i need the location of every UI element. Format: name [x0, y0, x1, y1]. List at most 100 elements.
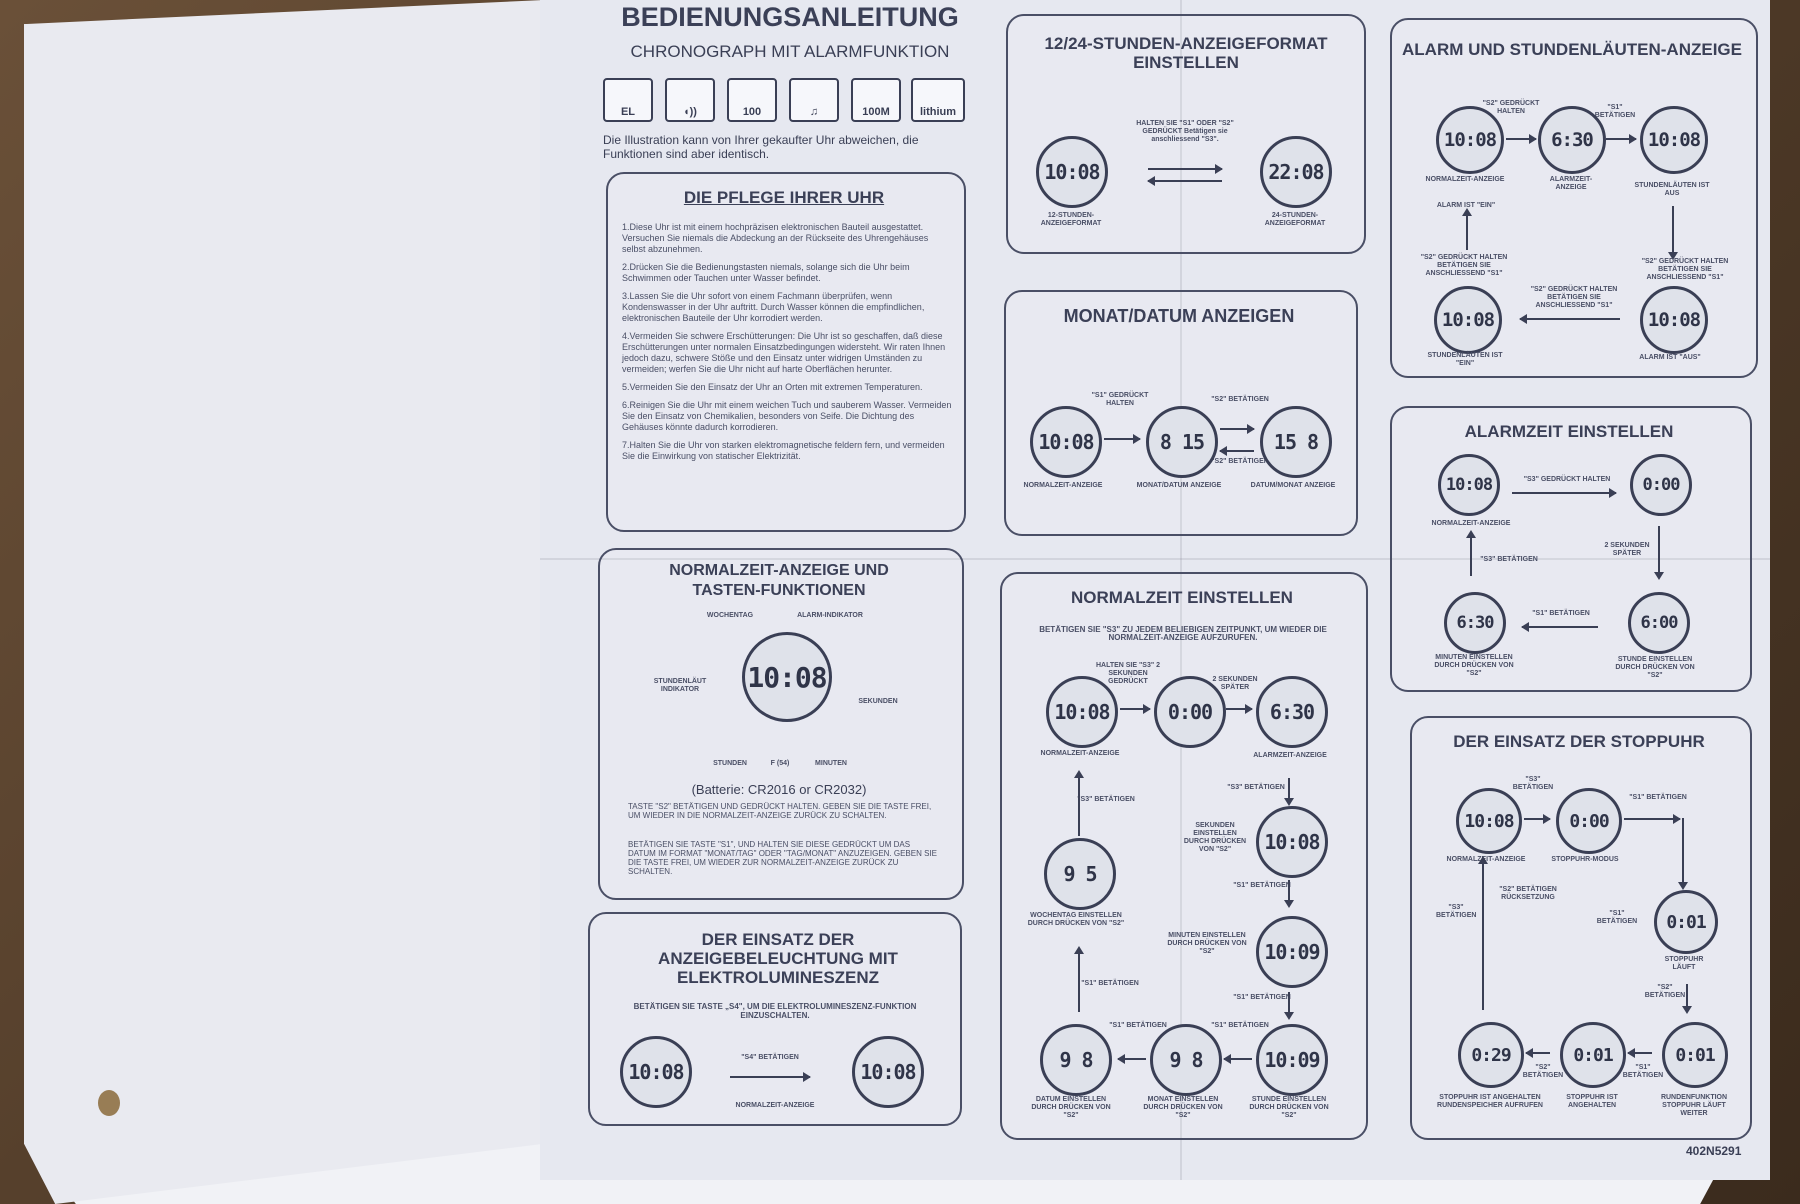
watch-display: 0:01	[1662, 1022, 1728, 1088]
arrow	[1624, 814, 1681, 824]
stop-s1b: "S1" BETÄTIGEN	[1596, 910, 1638, 925]
set-s3-a: "S3" BETÄTIGEN	[1227, 784, 1285, 791]
watch-display: 10:08	[620, 1036, 692, 1108]
watch-display: 9 8	[1040, 1024, 1112, 1096]
watch-display: 6:30	[1256, 676, 1328, 748]
alarmset-c4: STUNDE EINSTELLEN DURCH DRÜCKEN VON "S2"	[1615, 656, 1695, 679]
date-action-1: "S1" GEDRÜCKT HALTEN	[1091, 392, 1149, 407]
watch-weekday: 9 5	[1063, 862, 1097, 886]
stopwatch-title: DER EINSATZ DER STOPPUHR	[1453, 732, 1705, 751]
disclaimer-text: Die Illustration kann von Ihrer gekaufte…	[603, 133, 919, 161]
set-sek-caption: SEKUNDEN EINSTELLEN DURCH DRÜCKEN VON "S…	[1183, 822, 1247, 853]
arrow	[1284, 880, 1294, 908]
format-title: 12/24-STUNDEN-ANZEIGEFORMAT EINSTELLEN	[1044, 34, 1328, 72]
alarmset-s3: "S3" BETÄTIGEN	[1480, 556, 1538, 563]
watch-display: 10:08	[1456, 788, 1522, 854]
arrow	[1220, 450, 1254, 452]
stop-s3b: "S3" BETÄTIGEN	[1436, 904, 1477, 919]
list-item: 7.Halten Sie die Uhr von starken elektro…	[622, 440, 945, 461]
alarmset-c3: MINUTEN EINSTELLEN DURCH DRÜCKEN VON "S2…	[1434, 654, 1514, 677]
list-item: 6.Reinigen Sie die Uhr mit einem weichen…	[622, 400, 952, 432]
set-s1-e: "S1" BETÄTIGEN	[1211, 1022, 1269, 1029]
watch-display: 0:00	[1630, 454, 1692, 516]
stain-mark	[98, 1090, 120, 1116]
hours-label: STUNDEN	[713, 760, 747, 767]
swim-icon-label: 100	[742, 106, 762, 118]
page-title: BEDIENUNGSANLEITUNG	[621, 2, 959, 32]
arrow	[730, 1072, 811, 1082]
watch-display: 9 8	[1150, 1024, 1222, 1096]
manual-page	[540, 0, 1770, 1180]
set-later: 2 SEKUNDEN SPÄTER	[1212, 676, 1258, 691]
stop-s1c: "S1" BETÄTIGEN	[1622, 1064, 1664, 1079]
watch-time: 10:08	[1441, 309, 1495, 331]
arrow	[1148, 180, 1222, 182]
watch-date: 9 8	[1059, 1048, 1093, 1072]
watch-date: 15 8	[1273, 430, 1319, 454]
blank-page	[24, 0, 544, 1204]
date-caption-1: NORMALZEIT-ANZEIGE	[1023, 482, 1103, 489]
watch-display: 10:08	[1640, 106, 1708, 174]
watch-display: 0:01	[1560, 1022, 1626, 1088]
alarmset-s1: "S1" BETÄTIGEN	[1532, 610, 1590, 617]
list-item: 2.Drücken Sie die Bedienungstasten niema…	[622, 262, 910, 283]
f54-label: F (54)	[770, 760, 790, 767]
minutes-label: MINUTEN	[815, 760, 847, 767]
watch-time: 6:30	[1456, 613, 1495, 633]
stop-s3: "S3" BETÄTIGEN	[1512, 776, 1554, 791]
arrow	[1478, 856, 1488, 1010]
arrow	[1284, 992, 1294, 1020]
set-d-caption: DATUM EINSTELLEN DURCH DRÜCKEN VON "S2"	[1031, 1096, 1111, 1119]
arrow	[1522, 626, 1598, 628]
watch-display: 10:08	[1438, 454, 1500, 516]
alarm-set-section	[1390, 406, 1752, 692]
watch-display: 10:08	[1036, 136, 1108, 208]
arrow	[1284, 778, 1294, 806]
arrow	[1678, 818, 1688, 890]
watch-time: 22:08	[1268, 160, 1324, 184]
watch-display: 10:08	[1640, 286, 1708, 354]
arrow	[1226, 704, 1253, 714]
alarm-s1: "S1" BETÄTIGEN	[1594, 104, 1636, 119]
weekday-label: WOCHENTAG	[706, 612, 754, 619]
arrow	[1148, 164, 1223, 174]
watch-display: 0:00	[1154, 676, 1226, 748]
watch-display-lit: 10:08	[852, 1036, 924, 1108]
watch-time: 10:08	[860, 1060, 916, 1084]
set-s1-d: "S1" BETÄTIGEN	[1109, 1022, 1167, 1029]
stop-c6: RUNDENFUNKTION STOPPUHR LÄUFT WEITER	[1660, 1094, 1728, 1117]
date-action-3: "S2" BETÄTIGEN	[1211, 458, 1269, 465]
arrow	[1074, 770, 1084, 836]
watch-time: 10:08	[1647, 309, 1701, 331]
set-hold: HALTEN SIE "S3" 2 SEKUNDEN GEDRÜCKT	[1095, 662, 1161, 685]
alarm-set-title: ALARMZEIT EINSTELLEN	[1464, 422, 1674, 441]
alarm-c5: ALARM IST "AUS"	[1639, 354, 1701, 361]
arrow	[1524, 814, 1551, 824]
stopwatch-time: 0:01	[1675, 1044, 1715, 1066]
watch-time: 10:08	[747, 660, 827, 694]
stop-c2: STOPPUHR-MODUS	[1551, 856, 1619, 863]
arrow	[1682, 984, 1692, 1014]
format-section	[1006, 14, 1366, 254]
page-subtitle: CHRONOGRAPH MIT ALARMFUNKTION	[630, 42, 950, 61]
care-section	[606, 172, 966, 532]
list-item: 5.Vermeiden Sie den Einsatz der Uhr an O…	[622, 382, 923, 392]
set-alarm-caption: ALARMZEIT-ANZEIGE	[1253, 752, 1327, 759]
set-m-caption: MONAT EINSTELLEN DURCH DRÜCKEN VON "S2"	[1143, 1096, 1223, 1119]
arrow	[1520, 318, 1620, 320]
watch-display: 10:09	[1256, 916, 1328, 988]
normal-title-2: TASTEN-FUNKTIONEN	[692, 582, 866, 599]
arrow	[1120, 704, 1151, 714]
stopwatch-time: 0:01	[1666, 911, 1706, 933]
arrow	[1654, 526, 1664, 580]
arrow	[1104, 434, 1141, 444]
care-title: DIE PFLEGE IHRER UHR	[683, 188, 885, 207]
watch-display: 10:08	[1256, 806, 1328, 878]
watch-display: 10:08	[1436, 106, 1504, 174]
watch-time: 0:00	[1167, 700, 1213, 724]
alarm-sound-icon: ◖))	[665, 78, 715, 122]
stop-c4: STOPPUHR IST ANGEHALTEN RUNDENSPEICHER A…	[1437, 1094, 1543, 1109]
water-resist-icon: 100M	[851, 78, 901, 122]
date-caption-3: DATUM/MONAT ANZEIGE	[1250, 482, 1336, 489]
fold-line	[1180, 0, 1182, 1180]
